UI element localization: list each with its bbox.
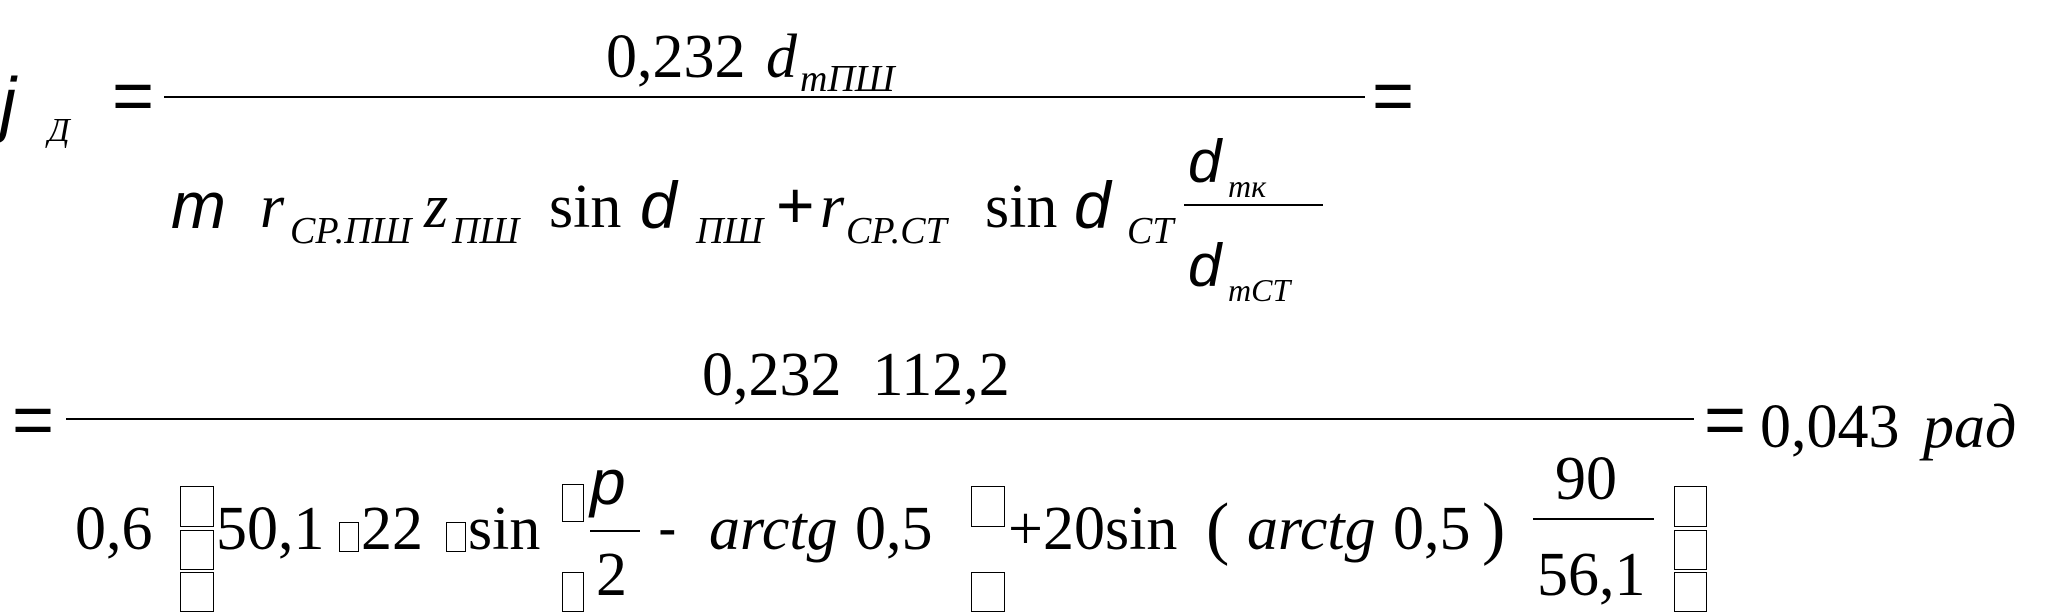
missing-glyph-box (971, 572, 1005, 612)
dmk: d (1188, 128, 1222, 195)
equals-sign-2: = (1372, 56, 1415, 136)
arctg-1: arctg (709, 495, 838, 563)
missing-glyph-box (1674, 486, 1707, 527)
missing-glyph-box (1674, 572, 1707, 612)
right-paren: ) (1482, 490, 1506, 567)
mu-symbol: m (171, 168, 226, 242)
phi-symbol: j (0, 64, 16, 144)
val-0-6: 0,6 (75, 495, 153, 563)
r2-sub: СР.СТ (846, 210, 947, 252)
val-90: 90 (1555, 445, 1617, 513)
arctg-2: arctg (1247, 495, 1376, 563)
r1-sub: СР.ПШ (290, 210, 412, 252)
dmk-sub: mк (1228, 168, 1267, 204)
numerator-sub: mПШ (800, 58, 895, 100)
fraction-line-small (1184, 204, 1323, 206)
sin-2: sin (985, 173, 1058, 241)
missing-glyph-box (180, 486, 214, 527)
numerator-var: d (766, 23, 797, 91)
delta-2: d (1074, 168, 1111, 242)
z-sub: ПШ (452, 210, 520, 252)
fraction-line-1 (164, 96, 1365, 98)
delta-1: d (640, 168, 677, 242)
plus-sign: + (776, 168, 815, 242)
r1: r (260, 173, 285, 241)
missing-glyph-box (446, 522, 466, 552)
missing-glyph-box (971, 486, 1005, 527)
numerator-2: 0,232 112,2 (702, 341, 1010, 409)
val-22: 22 (361, 495, 423, 563)
missing-glyph-box (180, 530, 214, 570)
missing-glyph-box (562, 572, 584, 612)
delta-1-sub: ПШ (696, 210, 764, 252)
equals-sign: = (112, 56, 155, 136)
z: z (424, 173, 449, 241)
fraction-line-pi (590, 530, 640, 532)
fraction-line-2 (66, 418, 1694, 420)
equals-sign-3: = (12, 380, 55, 460)
dmct-sub: mСТ (1228, 272, 1291, 308)
val-50-1: 50,1 (216, 495, 325, 563)
delta-2-sub: СТ (1127, 210, 1174, 252)
fraction-line-90 (1533, 518, 1654, 520)
missing-glyph-box (180, 572, 214, 612)
plus-20-sin: +20sin (1008, 495, 1178, 563)
result-unit: рад (1923, 393, 2017, 461)
val-56-1: 56,1 (1537, 541, 1646, 609)
phi-subscript: Д (48, 112, 70, 149)
result-value: 0,043 (1760, 393, 1900, 461)
sin-3: sin (468, 495, 541, 563)
val-2: 2 (596, 541, 627, 609)
half-1: 0,5 (855, 495, 933, 563)
sin-1: sin (549, 173, 622, 241)
half-2: 0,5 (1393, 495, 1471, 563)
numerator-coef: 0,232 (606, 23, 746, 91)
r2: r (820, 173, 845, 241)
missing-glyph-box (1674, 530, 1707, 570)
pi-symbol: p (590, 446, 626, 518)
missing-glyph-box (339, 522, 359, 552)
equals-sign-4: = (1704, 380, 1747, 460)
dmct: d (1188, 232, 1222, 299)
left-paren: ( (1206, 490, 1230, 567)
missing-glyph-box (562, 484, 584, 522)
minus-sign: - (658, 496, 677, 559)
